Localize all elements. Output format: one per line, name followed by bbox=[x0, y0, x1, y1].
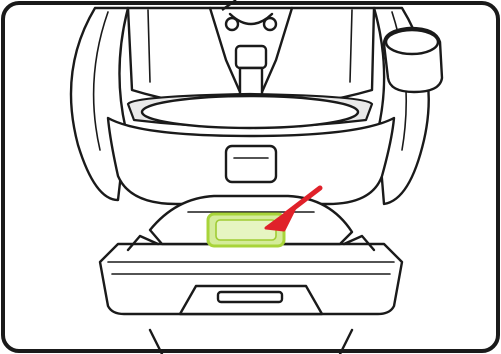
belt-guide bbox=[226, 146, 276, 182]
seat-base bbox=[100, 236, 402, 354]
base-handle-slot bbox=[218, 292, 282, 302]
crotch-strap bbox=[240, 68, 262, 96]
chest-clip bbox=[236, 46, 266, 68]
cup-holder bbox=[384, 28, 442, 92]
